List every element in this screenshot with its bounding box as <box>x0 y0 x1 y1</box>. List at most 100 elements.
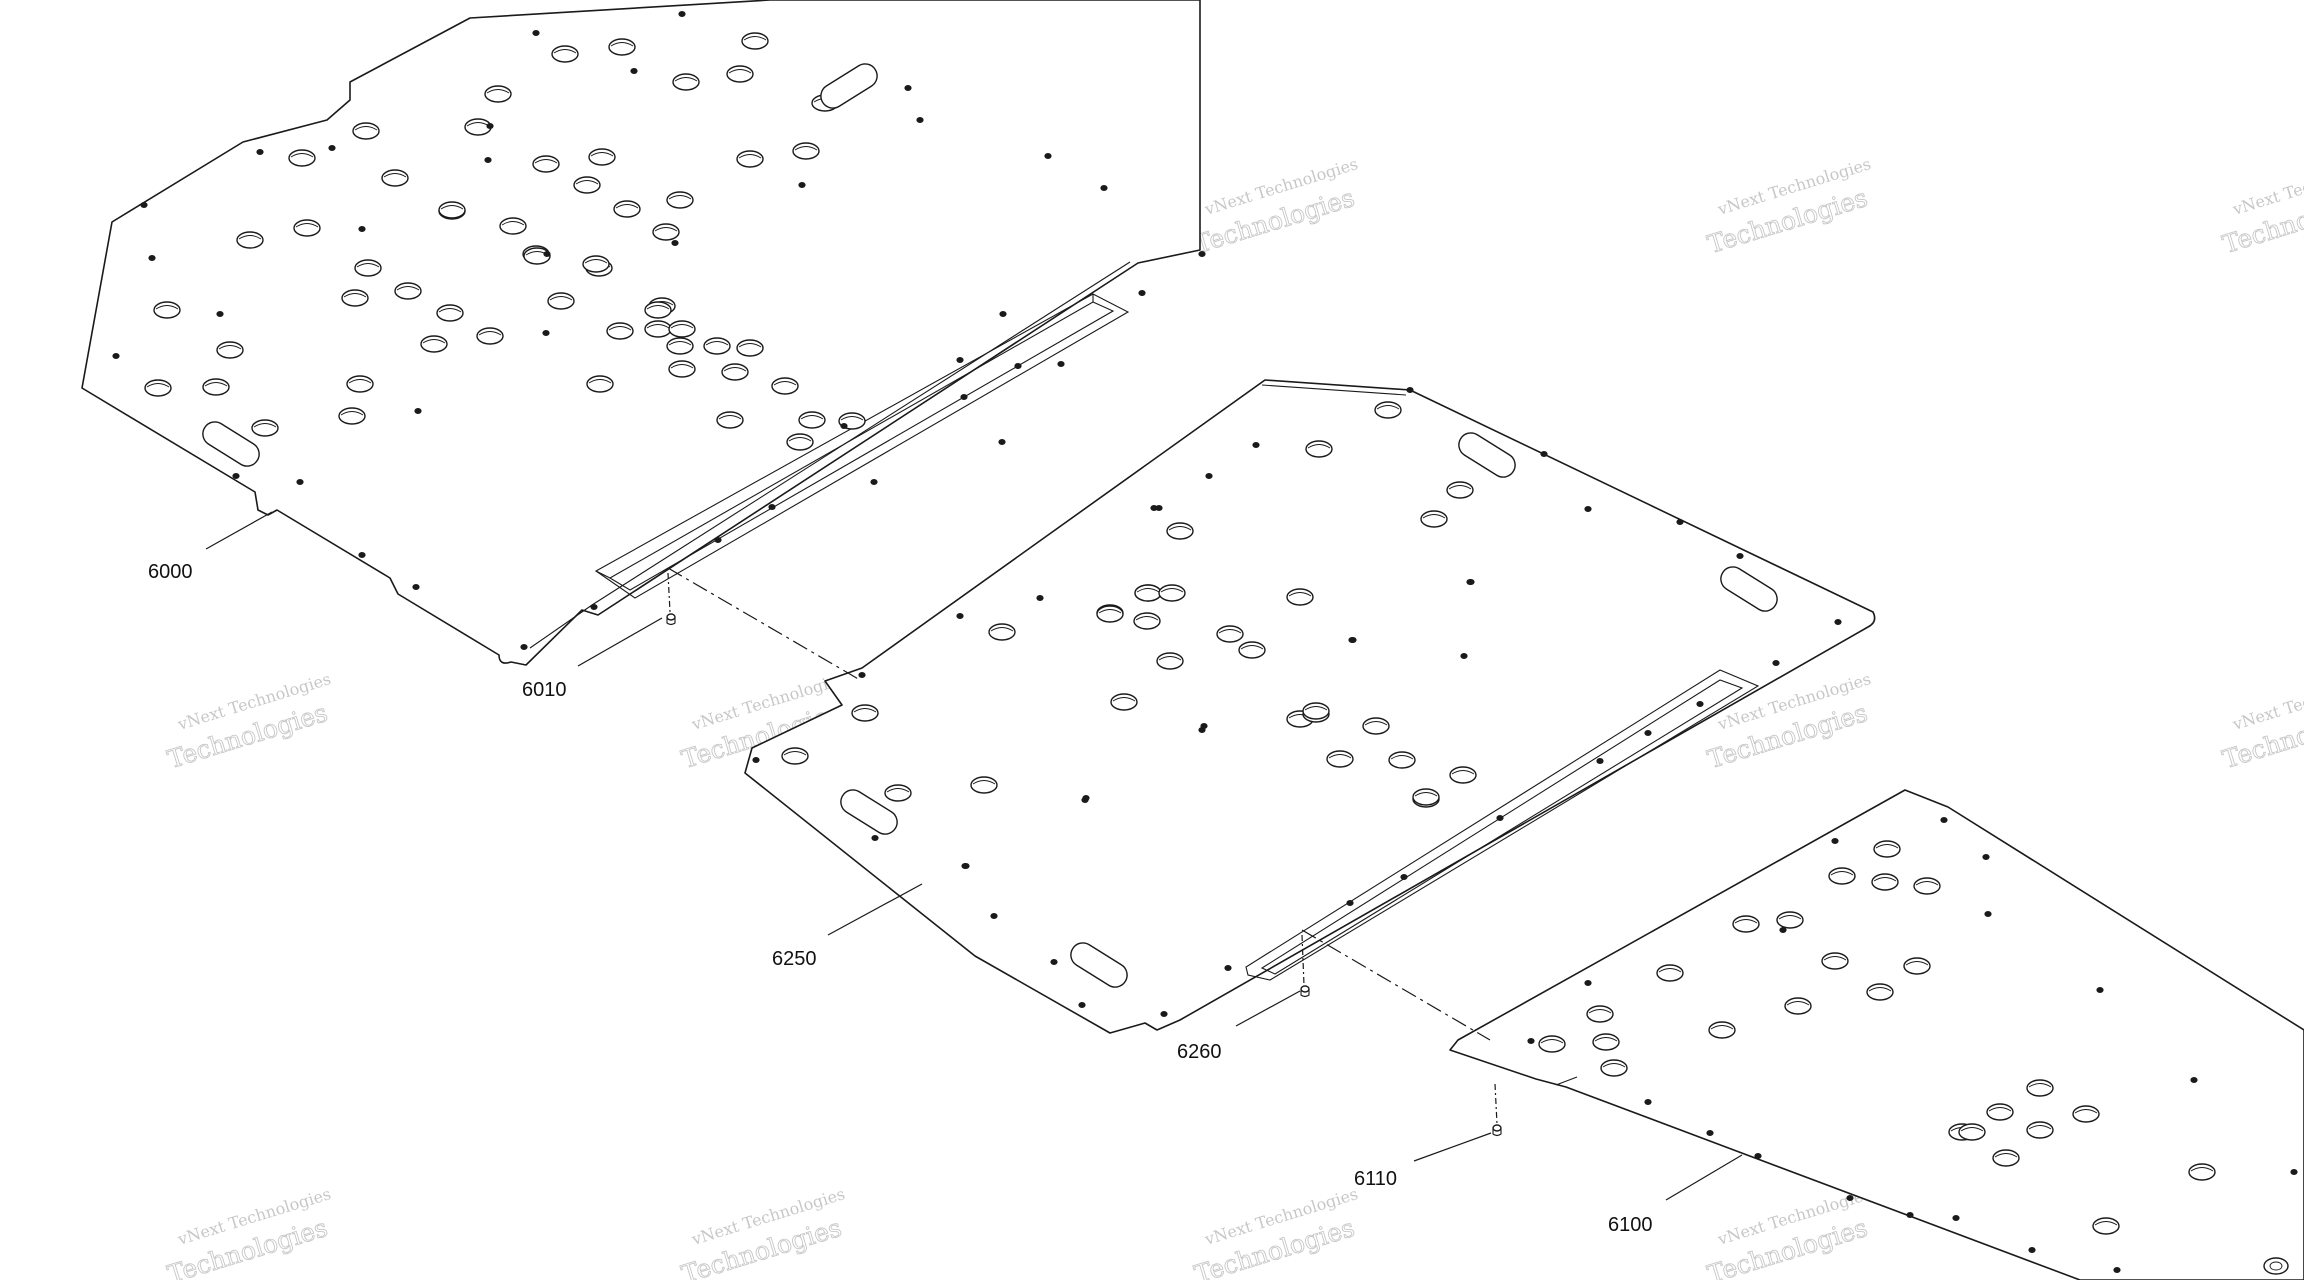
plate-hole <box>851 704 879 722</box>
rivet <box>543 251 551 257</box>
rivet <box>2096 987 2104 993</box>
plate-hole <box>726 65 754 83</box>
plate-hole <box>394 282 422 300</box>
plate-hole <box>352 122 380 140</box>
rivet <box>1050 959 1058 965</box>
plate-hole <box>786 433 814 451</box>
plate-hole <box>216 341 244 359</box>
plate-hole <box>499 217 527 235</box>
plate-hole <box>2188 1163 2216 1181</box>
plate-hole <box>1158 584 1186 602</box>
plate-hole <box>1600 1059 1628 1077</box>
rivet <box>1346 900 1354 906</box>
rivet <box>2028 1247 2036 1253</box>
plate-hole <box>1216 625 1244 643</box>
rivet <box>2190 1077 2198 1083</box>
plate-hole <box>582 255 610 273</box>
rivet <box>1754 1153 1762 1159</box>
rivet <box>296 479 304 485</box>
plate-hole <box>1286 588 1314 606</box>
floor-plate-6000 <box>81 0 1206 666</box>
rivet <box>1078 1002 1086 1008</box>
plate-hole <box>346 375 374 393</box>
rivet <box>1200 723 1208 729</box>
plate-hole <box>668 360 696 378</box>
plate-hole <box>781 747 809 765</box>
plate-6000-slots <box>202 63 878 467</box>
plate-6250-rivets <box>752 387 1842 1017</box>
plate-hole <box>1110 693 1138 711</box>
rivet <box>960 394 968 400</box>
plate-hole <box>1828 867 1856 885</box>
plate-hole <box>792 142 820 160</box>
rivet <box>1460 653 1468 659</box>
rivet <box>714 537 722 543</box>
plate-hole <box>547 292 575 310</box>
rivet <box>412 584 420 590</box>
plate-hole <box>438 201 466 219</box>
rivet <box>148 255 156 261</box>
plate-hole <box>736 150 764 168</box>
plate-hole <box>1992 1149 2020 1167</box>
rivet <box>1540 451 1548 457</box>
rivet <box>904 85 912 91</box>
rivet <box>256 149 264 155</box>
rivet <box>858 672 866 678</box>
rivet <box>671 240 679 246</box>
plate-hole <box>354 259 382 277</box>
plate-hole <box>884 784 912 802</box>
plate-hole <box>736 339 764 357</box>
plate-hole <box>1420 510 1448 528</box>
plate-hole <box>1708 1021 1736 1039</box>
plate-hole <box>1732 915 1760 933</box>
plate-hole <box>1866 983 1894 1001</box>
callout-6010: 6010 <box>522 679 567 701</box>
rivet <box>1772 660 1780 666</box>
rivet <box>998 439 1006 445</box>
plate-6100-holes <box>1538 840 2216 1235</box>
rivet <box>1198 251 1206 257</box>
rivet <box>990 913 998 919</box>
fasteners <box>666 613 2289 1275</box>
rivet <box>630 68 638 74</box>
plate-hole <box>341 289 369 307</box>
plate-hole <box>202 378 230 396</box>
fastener-6260-icon <box>1300 985 1310 998</box>
rivet <box>1014 363 1022 369</box>
plate-hole <box>1656 964 1684 982</box>
callout-6110: 6110 <box>1354 1168 1397 1190</box>
plate-hole <box>532 155 560 173</box>
plate-hole <box>236 231 264 249</box>
rivet <box>1527 1038 1535 1044</box>
plate-hole <box>721 363 749 381</box>
plate-6250-holes <box>781 401 1477 808</box>
plate-hole <box>484 85 512 103</box>
plate-hole <box>1374 401 1402 419</box>
plate-hole <box>2026 1121 2054 1139</box>
rivet <box>916 117 924 123</box>
rivet <box>1205 473 1213 479</box>
rivet <box>870 479 878 485</box>
plate-hole <box>672 73 700 91</box>
plate-hole <box>1302 702 1330 720</box>
plate-hole <box>741 32 769 50</box>
rivet <box>2113 1267 2121 1273</box>
plate-hole <box>251 419 279 437</box>
rivet <box>956 613 964 619</box>
rivet <box>840 423 848 429</box>
fastener-6010-icon <box>666 613 676 626</box>
plate-hole <box>1913 877 1941 895</box>
plate-hole <box>1362 717 1390 735</box>
plate-6000-rivets <box>112 11 1206 650</box>
plate-hole <box>1873 840 1901 858</box>
plate-hole <box>144 379 172 397</box>
rivet <box>1706 1130 1714 1136</box>
rivet <box>140 202 148 208</box>
rivet <box>1584 506 1592 512</box>
rivet <box>532 30 540 36</box>
plate-hole <box>2072 1105 2100 1123</box>
